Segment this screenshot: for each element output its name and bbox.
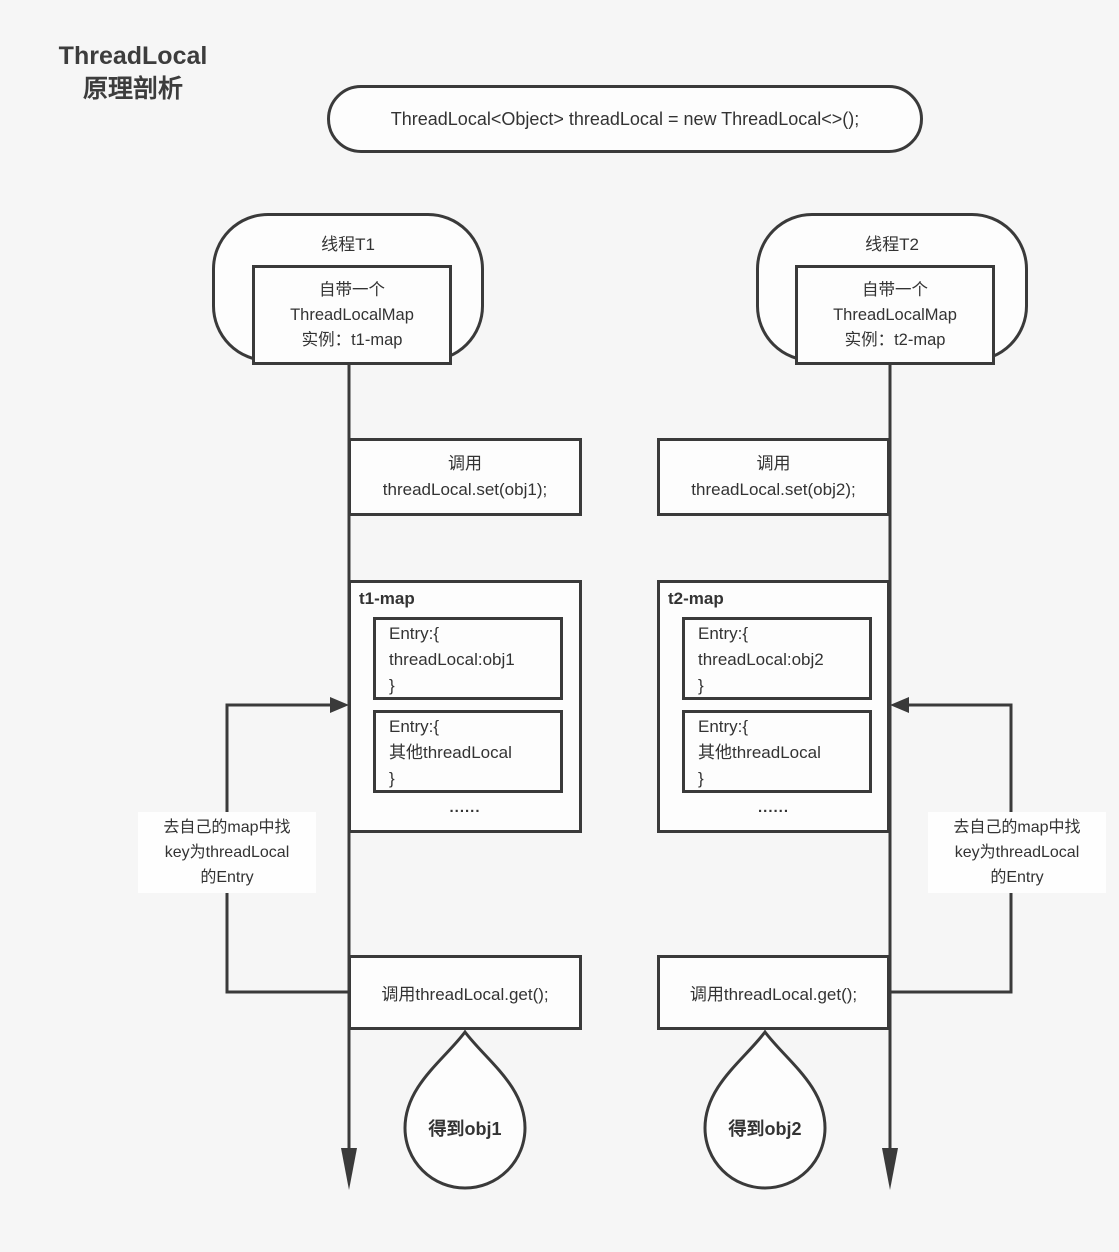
thread-t2-map-instance-box: 自带一个 ThreadLocalMap 实例：t2-map — [795, 265, 995, 365]
t2-entry1-line2: threadLocal:obj2 — [698, 650, 824, 669]
t2-annotation-line1: 去自己的map中找 — [953, 819, 1081, 836]
t1-result-label: 得到obj1 — [428, 1119, 502, 1139]
thread-t2-inner-line2: ThreadLocalMap — [833, 305, 957, 324]
page-title: ThreadLocal 原理剖析 — [38, 40, 228, 106]
t2-get-call-box: 调用threadLocal.get(); — [657, 955, 890, 1030]
t1-entry1-line3: } — [389, 676, 395, 695]
page-title-line2: 原理剖析 — [82, 75, 183, 103]
code-banner-text: ThreadLocal<Object> threadLocal = new Th… — [390, 108, 860, 129]
t2-map-label: t2-map — [668, 589, 724, 608]
t1-result-teardrop — [403, 1029, 527, 1190]
t2-entry2-line2: 其他threadLocal — [698, 743, 821, 762]
t2-result-label: 得到obj2 — [728, 1119, 802, 1139]
thread-t2-inner-line1: 自带一个 — [862, 280, 928, 299]
t1-set-call-box: 调用 threadLocal.set(obj1); — [348, 438, 582, 516]
t1-entry2-line2: 其他threadLocal — [389, 743, 512, 762]
t1-set-call-line1: 调用 — [448, 454, 482, 473]
thread-t1-map-instance-box: 自带一个 ThreadLocalMap 实例：t1-map — [252, 265, 452, 365]
thread-t2-inner-line3: 实例：t2-map — [844, 330, 946, 349]
thread-t1-inner-line2: ThreadLocalMap — [290, 305, 414, 324]
thread-t1-container: 线程T1 自带一个 ThreadLocalMap 实例：t1-map — [212, 213, 484, 365]
t1-annotation-line2: key为threadLocal — [164, 844, 290, 861]
page-title-line1: ThreadLocal — [58, 42, 208, 70]
t1-annotation-line3: 的Entry — [200, 869, 254, 886]
t2-set-call-line2: threadLocal.set(obj2); — [691, 480, 856, 499]
t1-annotation-line1: 去自己的map中找 — [163, 819, 291, 836]
t2-annotation-line3: 的Entry — [990, 869, 1044, 886]
t2-entry2-line1: Entry:{ — [698, 717, 749, 736]
t2-entry2-line3: } — [698, 769, 704, 788]
thread-t2-name: 线程T2 — [865, 235, 919, 254]
t2-lookup-annotation: 去自己的map中找 key为threadLocal 的Entry — [928, 812, 1106, 893]
t1-get-call-text: 调用threadLocal.get(); — [381, 985, 549, 1004]
t1-map-box: t1-map Entry:{ threadLocal:obj1 } Entry:… — [348, 580, 582, 833]
t2-map-entry-2: Entry:{ 其他threadLocal } — [682, 710, 872, 793]
t1-lifeline-arrowhead-icon — [341, 1148, 357, 1190]
t2-loop-arrowhead-icon — [890, 697, 909, 713]
t2-map-box: t2-map Entry:{ threadLocal:obj2 } Entry:… — [657, 580, 890, 833]
t1-lookup-annotation: 去自己的map中找 key为threadLocal 的Entry — [138, 812, 316, 893]
thread-t1-inner-line3: 实例：t1-map — [301, 330, 403, 349]
t1-get-call-box: 调用threadLocal.get(); — [348, 955, 582, 1030]
t1-map-label: t1-map — [359, 589, 415, 608]
t2-result-teardrop — [703, 1029, 827, 1190]
t1-loop-arrowhead-icon — [330, 697, 349, 713]
thread-t1-name: 线程T1 — [321, 235, 375, 254]
t2-get-call-text: 调用threadLocal.get(); — [689, 985, 858, 1004]
t2-lifeline-arrowhead-icon — [882, 1148, 898, 1190]
t1-entry1-line2: threadLocal:obj1 — [389, 650, 515, 669]
t2-map-entry-1: Entry:{ threadLocal:obj2 } — [682, 617, 872, 700]
t2-set-call-line1: 调用 — [756, 454, 791, 473]
t1-map-entry-1: Entry:{ threadLocal:obj1 } — [373, 617, 563, 700]
t2-set-call-box: 调用 threadLocal.set(obj2); — [657, 438, 890, 516]
t1-entry2-line3: } — [389, 769, 395, 788]
t2-map-more-dots: ...... — [757, 799, 789, 816]
t2-entry1-line1: Entry:{ — [698, 624, 749, 643]
t1-map-more-dots: ...... — [449, 799, 481, 816]
t1-entry2-line1: Entry:{ — [389, 717, 440, 736]
code-banner: ThreadLocal<Object> threadLocal = new Th… — [327, 85, 923, 153]
t2-annotation-line2: key为threadLocal — [954, 844, 1080, 861]
thread-t1-inner-line1: 自带一个 — [319, 280, 385, 299]
t1-map-entry-2: Entry:{ 其他threadLocal } — [373, 710, 563, 793]
t2-entry1-line3: } — [698, 676, 704, 695]
thread-t2-container: 线程T2 自带一个 ThreadLocalMap 实例：t2-map — [756, 213, 1028, 365]
t1-set-call-line2: threadLocal.set(obj1); — [382, 480, 548, 499]
t1-entry1-line1: Entry:{ — [389, 624, 440, 643]
